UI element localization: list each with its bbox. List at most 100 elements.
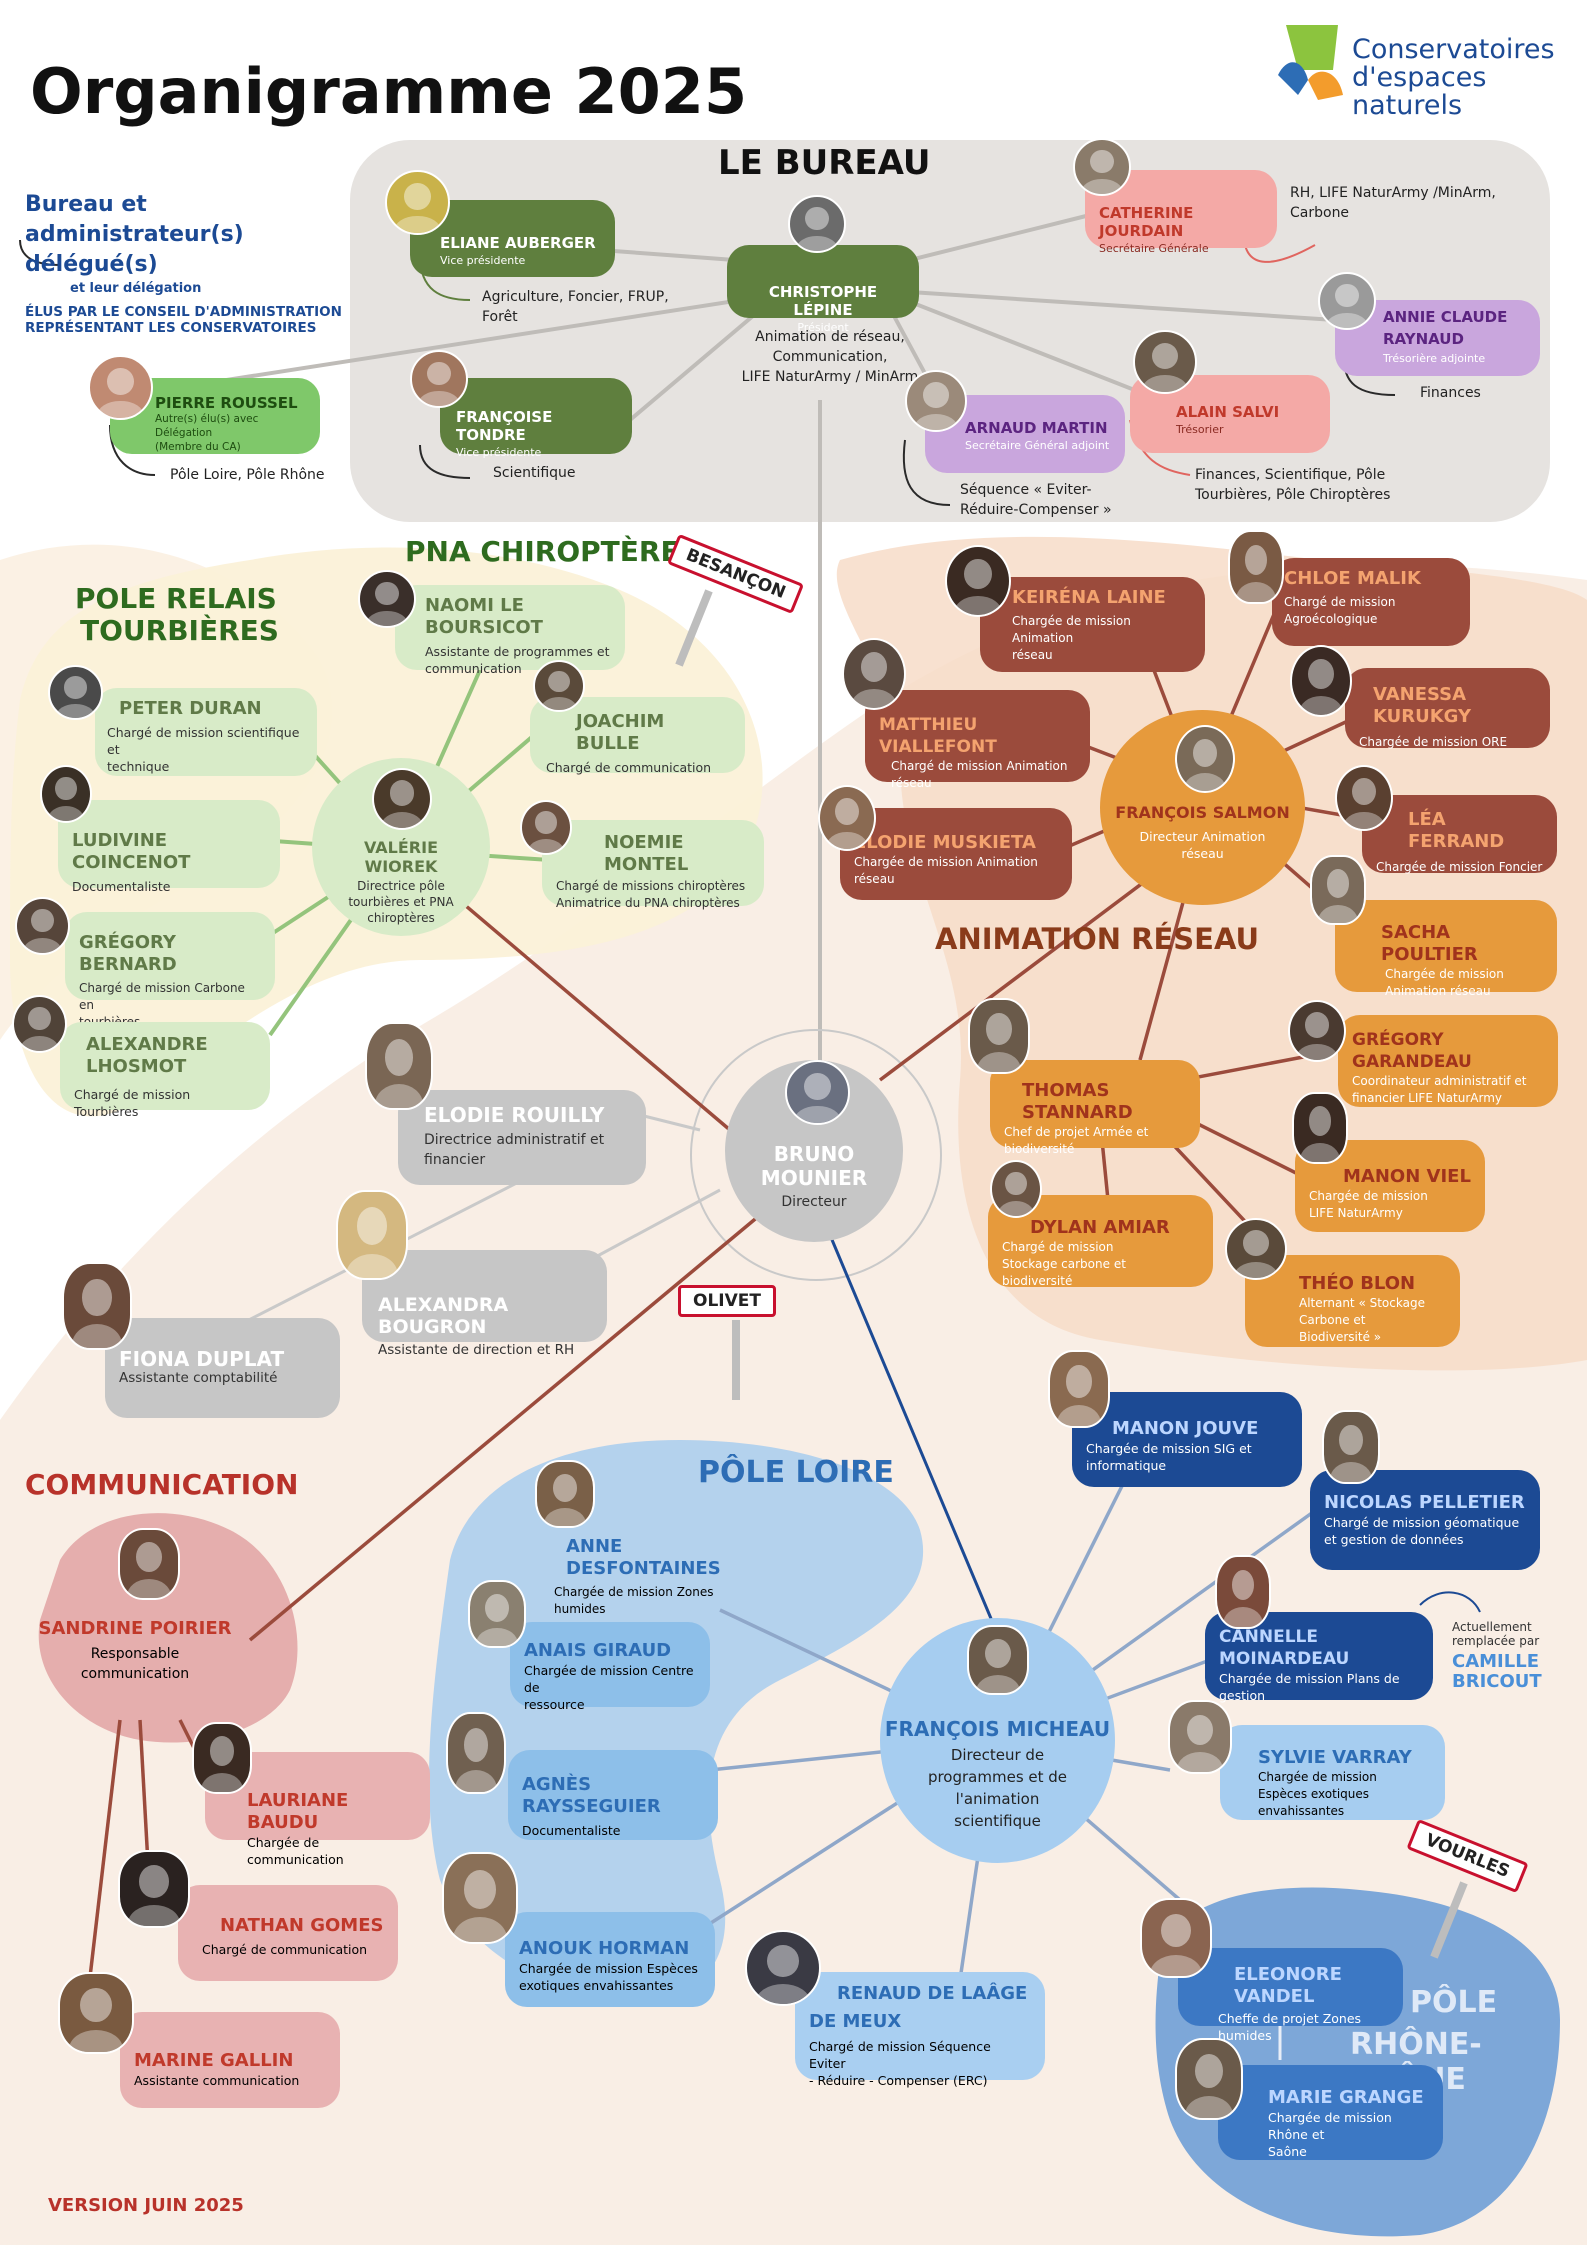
- name: PIERRE ROUSSEL: [155, 394, 298, 412]
- olivet-post: [732, 1320, 740, 1400]
- avatar: [372, 768, 432, 830]
- role: Chargé de mission Séquence Eviter- Rédui…: [809, 2039, 991, 2088]
- card-nicolas-pelletier: NICOLAS PELLETIER Chargé de mission géom…: [1310, 1470, 1540, 1570]
- name: ELEONORE VANDEL: [1234, 1964, 1342, 2007]
- name: MANON JOUVE: [1112, 1418, 1259, 1439]
- name: VANESSA KURUKGY: [1373, 684, 1472, 727]
- avatar: [118, 1528, 180, 1600]
- legend-line-4: ÉLUS PAR LE CONSEIL D'ADMINISTRATION: [25, 304, 342, 320]
- avatar: [520, 800, 572, 855]
- avatar: [468, 1580, 526, 1648]
- name-line-2: DE MEUX: [809, 2011, 902, 2032]
- avatar: [1228, 530, 1284, 604]
- role: Chargé de communication: [202, 1942, 368, 1957]
- delegation-martin: Séquence « Eviter- Réduire-Compenser »: [960, 482, 1112, 518]
- avatar: [62, 1262, 132, 1350]
- name: LUDIVINE COINCENOT: [72, 830, 191, 873]
- communication-zone: [38, 1513, 298, 1743]
- name: LÉA FERRAND: [1408, 809, 1505, 852]
- section-loire-title: PÔLE LOIRE: [698, 1455, 894, 1490]
- section-pna-title: PNA CHIROPTÈRE: [405, 535, 680, 568]
- avatar: [818, 785, 876, 851]
- avatar: [12, 995, 67, 1053]
- name: FRANÇOIS MICHEAU: [884, 1717, 1111, 1741]
- logo-line-2: d'espaces: [1352, 62, 1487, 93]
- avatar: [1168, 1700, 1232, 1774]
- name: LAURIANE BAUDU: [247, 1790, 349, 1833]
- card-elodie-rouilly: ELODIE ROUILLY Directrice administratif …: [398, 1090, 646, 1185]
- avatar: [410, 350, 468, 408]
- name: MARIE GRANGE: [1268, 2087, 1424, 2108]
- card-christophe-lepine: CHRISTOPHE LÉPINE Président: [727, 245, 919, 334]
- logo-line-1: Conservatoires: [1352, 34, 1555, 65]
- card-marine-gallin: MARINE GALLIN Assistante communication: [120, 2012, 340, 2108]
- card-anais-giraud: ANAIS GIRAUD Chargée de mission Centre d…: [510, 1622, 710, 1712]
- role: Directrice pôle tourbières et PNA chirop…: [348, 879, 454, 925]
- avatar: [192, 1722, 252, 1794]
- role: Documentaliste: [72, 879, 171, 894]
- name: FRANÇOIS SALMON: [1115, 803, 1290, 822]
- name: SACHA POULTIER: [1381, 922, 1478, 965]
- avatar: [1318, 272, 1376, 330]
- legend-line-2: délégué(s): [25, 252, 158, 277]
- card-gregory-bernard: GRÉGORY BERNARD Chargé de mission Carbon…: [65, 912, 275, 1029]
- section-tourbieres-title-2: TOURBIÈRES: [80, 614, 279, 647]
- avatar: [1175, 2038, 1243, 2120]
- card-eleonore-vandel: ELEONORE VANDEL Cheffe de projet Zones h…: [1178, 1948, 1403, 2043]
- name: SYLVIE VARRAY: [1258, 1747, 1412, 1768]
- card-vanessa-kurukgy: VANESSA KURUKGY Chargée de mission ORE: [1345, 668, 1550, 749]
- role: Assistante de direction et RH: [378, 1342, 575, 1358]
- name-line-2: RAYNAUD: [1383, 330, 1464, 348]
- role: Directeur: [781, 1194, 847, 1210]
- name: NOEMIE MONTEL: [604, 832, 689, 875]
- name: FRANÇOISE TONDRE: [456, 408, 553, 444]
- card-agnes-raysseguier: AGNÈS RAYSSEGUIER Documentaliste: [508, 1750, 718, 1840]
- replacement-line-1: Actuellement: [1452, 1620, 1532, 1634]
- name-line-1: VALÉRIE: [363, 838, 438, 857]
- delegation-auberger: Agriculture, Foncier, FRUP, Forêt: [482, 289, 669, 325]
- avatar: [1133, 330, 1197, 394]
- avatar: [1288, 1000, 1346, 1062]
- name: THÉO BLON: [1299, 1273, 1416, 1294]
- role: Autre(s) élu(s) avec Délégation (Membre …: [155, 413, 259, 453]
- replacement-name-1: CAMILLE: [1452, 1651, 1539, 1672]
- name: PETER DURAN: [119, 698, 262, 719]
- role: Trésorière adjointe: [1383, 352, 1486, 365]
- name: NAOMI LE BOURSICOT: [425, 595, 543, 638]
- name: ELIANE AUBERGER: [440, 234, 596, 252]
- avatar: [40, 765, 92, 823]
- name: CHRISTOPHE LÉPINE: [768, 283, 878, 319]
- name: ELODIE ROUILLY: [424, 1103, 605, 1127]
- avatar: [1175, 725, 1235, 793]
- role: Chargée de communication: [247, 1835, 344, 1867]
- name: JOACHIM BULLE: [576, 711, 665, 754]
- avatar: [788, 195, 846, 253]
- avatar: [1073, 138, 1131, 196]
- avatar: [1048, 1350, 1110, 1428]
- avatar: [990, 1160, 1042, 1218]
- delegation-salvi: Finances, Scientifique, Pôle Tourbières,…: [1195, 467, 1391, 503]
- section-communication-title: COMMUNICATION: [25, 1468, 299, 1501]
- delegation-jourdain: RH, LIFE NaturArmy /MinArm, Carbone: [1290, 185, 1496, 221]
- name: THOMAS STANNARD: [1022, 1080, 1133, 1123]
- name: CATHERINE JOURDAIN: [1099, 204, 1194, 240]
- name-line-1: RENAUD DE LAÂGE: [837, 1983, 1028, 2004]
- name-line-2: WIOREK: [364, 857, 438, 876]
- role: Cheffe de projet Zones humides: [1218, 2011, 1362, 2043]
- name: ARNAUD MARTIN: [965, 419, 1108, 437]
- name: MANON VIEL: [1343, 1166, 1471, 1187]
